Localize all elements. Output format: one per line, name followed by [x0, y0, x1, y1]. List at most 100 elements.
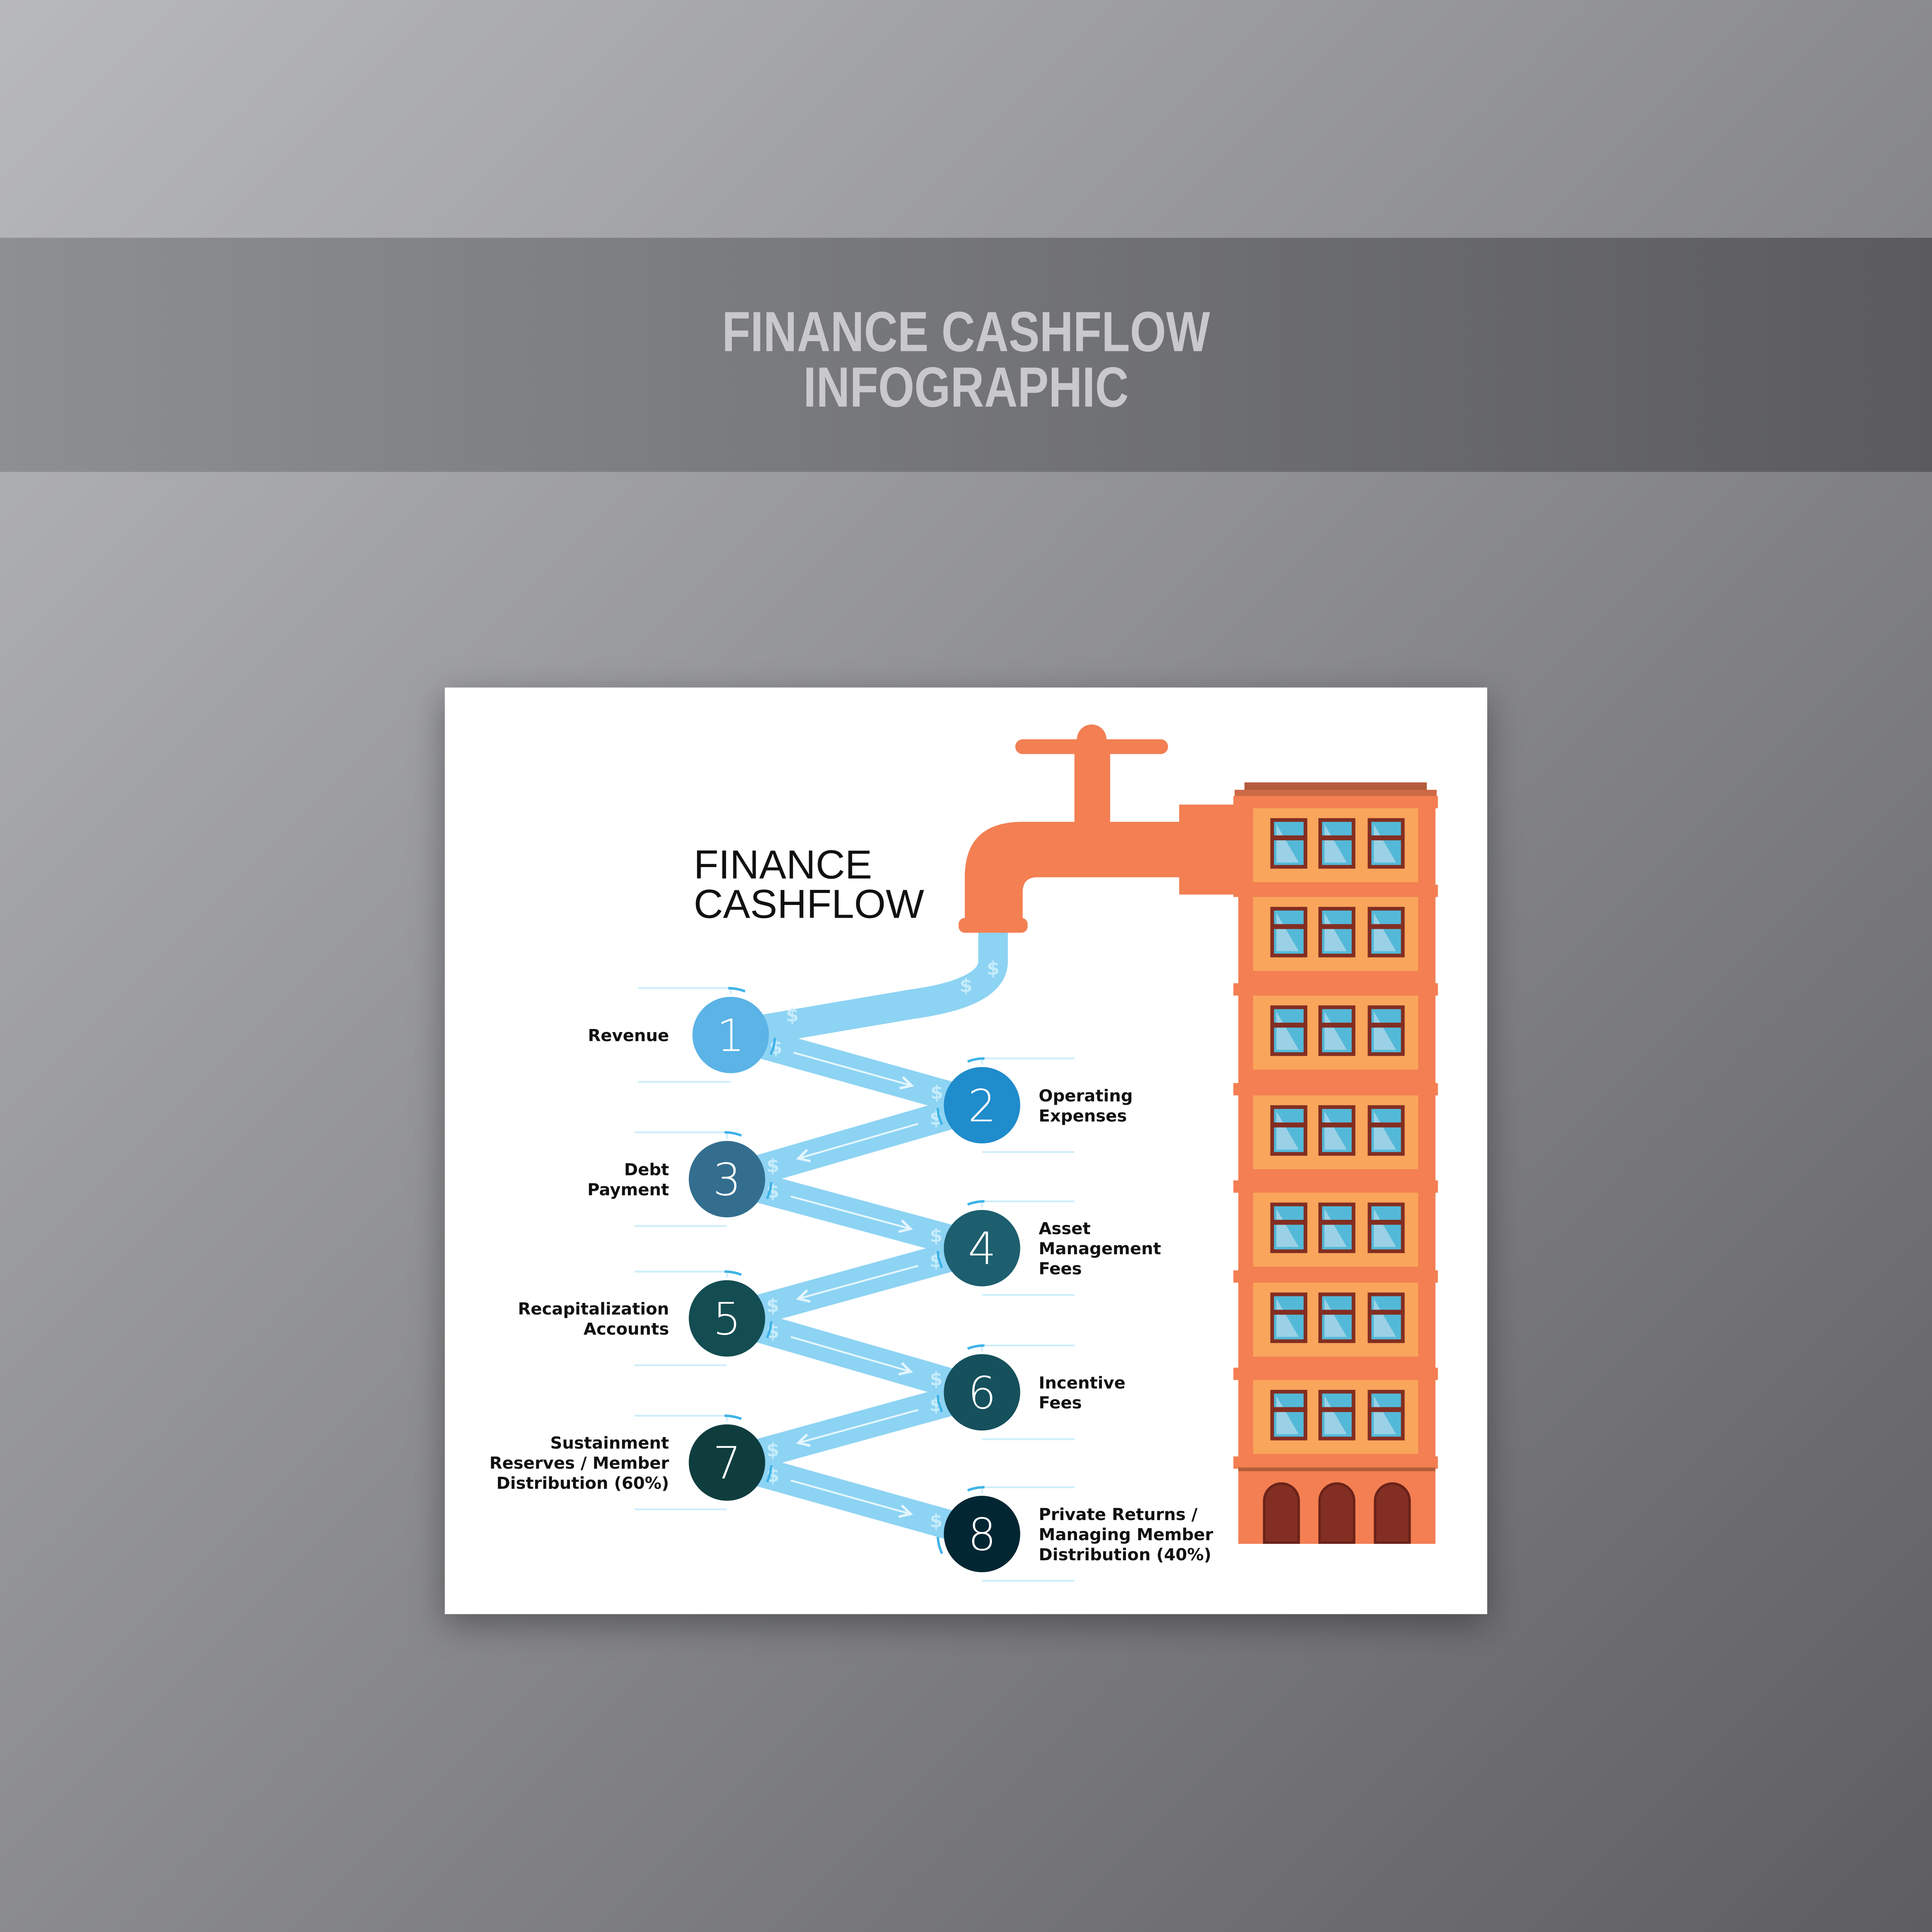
step-circle — [689, 1280, 765, 1357]
window — [1270, 1105, 1308, 1156]
step-circle — [944, 1067, 1020, 1144]
flow-arrow-head — [898, 1504, 913, 1518]
step-label-line: Distribution (60%) — [497, 1474, 669, 1493]
step-label-line: Operating — [1039, 1086, 1133, 1105]
step-label-line: Management — [1039, 1239, 1161, 1259]
window — [1318, 1105, 1355, 1156]
flow-arrow-line — [793, 1051, 912, 1087]
step-circle — [944, 1354, 1020, 1431]
window — [1318, 1293, 1355, 1343]
window — [1270, 1293, 1308, 1343]
flow-arrow-line — [790, 1195, 911, 1230]
flow-arrow-line — [790, 1480, 911, 1515]
flow-arrow-head — [899, 1076, 914, 1090]
window — [1318, 1389, 1355, 1440]
step-number: 2 — [968, 1080, 996, 1132]
building-floor — [1233, 796, 1438, 883]
faucet-icon — [958, 724, 1241, 933]
step-circle — [944, 1210, 1020, 1287]
dollar-icon: $ — [767, 1439, 779, 1461]
step-label-line: Debt — [624, 1160, 669, 1180]
step-label-line: Managing Member — [1039, 1525, 1213, 1544]
title-band — [0, 238, 1932, 472]
step-label-line: Expenses — [1039, 1106, 1127, 1126]
step-label-line: Fees — [1039, 1259, 1082, 1279]
window — [1367, 906, 1405, 957]
flow-arrow-head — [796, 1149, 811, 1163]
step-label-line: Accounts — [583, 1320, 669, 1339]
step-number: 8 — [968, 1509, 996, 1561]
flow-arrow-head — [796, 1433, 811, 1447]
dollar-icon: $ — [930, 1369, 942, 1390]
flow-arrow-head — [796, 1289, 811, 1303]
window — [1318, 818, 1355, 869]
stream-segment — [728, 932, 1008, 1050]
window — [1270, 818, 1308, 869]
dollar-icon: $ — [959, 975, 972, 997]
step-circle — [944, 1496, 1020, 1572]
flow-arrow-head — [898, 1219, 913, 1233]
dollar-icon: $ — [930, 1082, 943, 1104]
building-floor — [1233, 1367, 1438, 1454]
window — [1270, 1202, 1308, 1253]
step-label-line: Private Returns / — [1039, 1505, 1197, 1524]
building-floor — [1233, 1270, 1438, 1357]
step-label-line: Sustainment — [550, 1434, 669, 1453]
step-label-line: Incentive — [1039, 1373, 1126, 1393]
dollar-icon: $ — [767, 1155, 779, 1177]
step-label-line: Fees — [1039, 1393, 1082, 1413]
building-floor — [1233, 1083, 1438, 1170]
step-number: 7 — [713, 1438, 741, 1490]
window — [1367, 1389, 1405, 1440]
card-title-line1: FINANCE — [694, 842, 872, 888]
step-number: 6 — [968, 1367, 996, 1419]
window — [1318, 906, 1355, 957]
dollar-icon: $ — [930, 1511, 942, 1532]
step-8: 8 Private Returns /Managing MemberDistrib… — [936, 1486, 1213, 1582]
building-door-arch — [1374, 1482, 1411, 1544]
step-label-line: Recapitalization — [518, 1299, 669, 1319]
window — [1367, 1293, 1405, 1343]
window — [1318, 1202, 1355, 1253]
roof-top — [1244, 782, 1427, 791]
step-label-line: Revenue — [588, 1026, 669, 1046]
building-icon — [1233, 782, 1438, 1544]
step-number: 1 — [716, 1010, 745, 1062]
flow-arrow-line — [798, 1409, 919, 1444]
step-label-line: Distribution (40%) — [1039, 1545, 1211, 1565]
step-circle — [689, 1141, 765, 1218]
banner-title-line1: FINANCE CASHFLOW — [722, 301, 1210, 364]
building-door-arch — [1263, 1482, 1300, 1544]
window — [1367, 1202, 1405, 1253]
window — [1367, 1105, 1405, 1156]
window — [1367, 1005, 1405, 1056]
building-floor — [1233, 983, 1438, 1070]
step-number: 4 — [968, 1223, 996, 1275]
dollar-icon: $ — [930, 1225, 942, 1247]
step-circle — [692, 997, 769, 1073]
window — [1367, 818, 1405, 869]
banner-title-line2: INFOGRAPHIC — [803, 356, 1129, 419]
flow-arrow-line — [798, 1265, 919, 1300]
building-door-arch — [1318, 1482, 1355, 1544]
window — [1270, 1005, 1308, 1056]
step-circle — [689, 1424, 765, 1501]
step-label-line: Reserves / Member — [490, 1454, 670, 1473]
step-number: 3 — [713, 1154, 741, 1206]
flow-arrow-line — [798, 1122, 919, 1160]
flow-arrow-head — [898, 1362, 913, 1376]
step-1: 1 Revenue — [588, 987, 776, 1083]
dollar-icon: $ — [767, 1295, 779, 1316]
building-floor — [1233, 884, 1438, 971]
step-number: 5 — [713, 1293, 741, 1345]
dollar-icon: $ — [987, 958, 1000, 979]
dollar-icon: $ — [786, 1005, 799, 1026]
window — [1318, 1005, 1355, 1056]
window — [1270, 1389, 1308, 1440]
